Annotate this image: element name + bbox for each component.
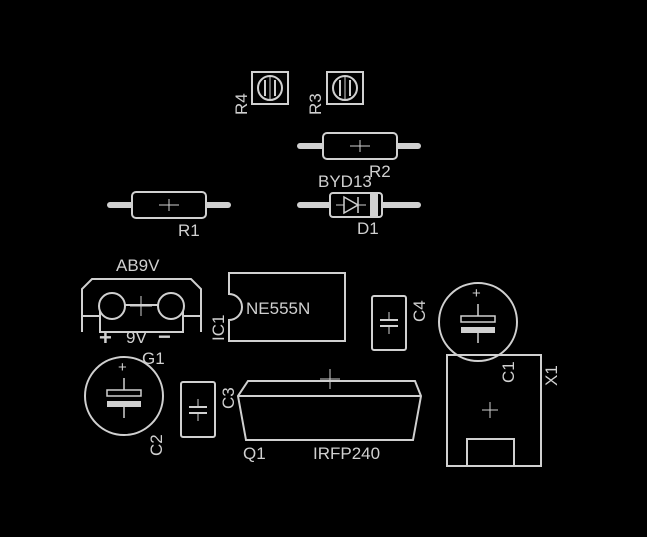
battery-connector-g1[interactable]: AB9V + 9V − G1: [81, 256, 202, 368]
c2-plus-sign: +: [118, 359, 127, 376]
c2-ref-label: C2: [147, 434, 166, 456]
c1-plus-sign: +: [472, 285, 481, 302]
capacitor-c1[interactable]: + C1: [438, 282, 518, 383]
q1-ref-label: Q1: [243, 444, 266, 463]
ic1-ref-label: IC1: [209, 315, 228, 341]
capacitor-c4[interactable]: C4: [371, 295, 429, 351]
d1-ref-label: D1: [357, 219, 379, 238]
q1-value-label: IRFP240: [313, 444, 380, 463]
c1-ref-label: C1: [499, 361, 518, 383]
ic-ic1[interactable]: NE555N IC1: [209, 272, 346, 342]
capacitor-c3[interactable]: C3: [180, 381, 238, 438]
capacitor-c2[interactable]: + C2: [84, 356, 166, 456]
battery-plus-label: +: [99, 325, 112, 350]
r4-ref-label: R4: [232, 93, 251, 115]
d1-value-label: BYD13: [318, 172, 372, 191]
battery-value-label: AB9V: [116, 256, 160, 275]
resistor-r2[interactable]: R2: [297, 132, 421, 181]
c4-ref-label: C4: [410, 300, 429, 322]
trimmer-r3[interactable]: R3: [306, 71, 364, 115]
battery-voltage-label: 9V: [126, 328, 147, 347]
transistor-q1[interactable]: Q1 IRFP240: [236, 369, 423, 463]
c3-ref-label: C3: [219, 387, 238, 409]
r3-ref-label: R3: [306, 93, 325, 115]
x1-ref-label: X1: [542, 365, 561, 386]
r2-ref-label: R2: [369, 162, 391, 181]
battery-minus-label: −: [158, 324, 171, 349]
g1-ref-label: G1: [142, 349, 165, 368]
r1-ref-label: R1: [178, 221, 200, 240]
diode-d1[interactable]: BYD13 D1: [297, 172, 421, 238]
ic1-value-label: NE555N: [246, 299, 310, 318]
resistor-r1[interactable]: R1: [107, 191, 231, 240]
trimmer-r4[interactable]: R4: [232, 71, 289, 115]
terminal-x1[interactable]: X1: [446, 354, 561, 467]
